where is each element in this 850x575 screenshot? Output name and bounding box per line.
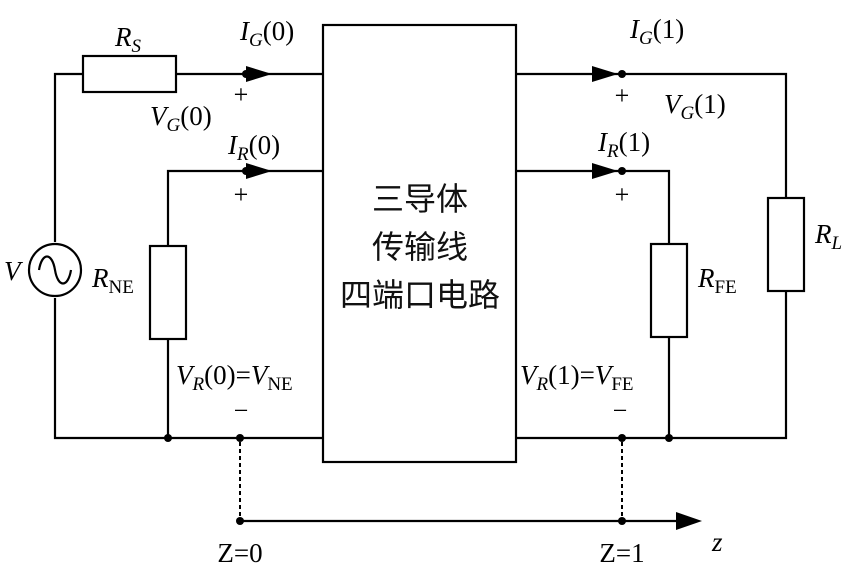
minus-sign-r1: − bbox=[613, 396, 628, 425]
label-source-v: V bbox=[4, 256, 24, 286]
ac-source-icon bbox=[27, 242, 83, 298]
label-z-axis: z bbox=[711, 527, 723, 557]
label-z1: Z=1 bbox=[599, 538, 644, 568]
node-r1 bbox=[618, 167, 626, 175]
resistor-rl bbox=[766, 196, 806, 293]
current-arrow-ir0 bbox=[246, 163, 272, 179]
block-label-line-2: 传输线 bbox=[372, 228, 468, 266]
z0-point bbox=[236, 517, 244, 525]
label-vg0: VG(0) bbox=[150, 101, 212, 136]
resistor-rne bbox=[148, 244, 188, 341]
z1-point bbox=[618, 517, 626, 525]
label-vg1: VG(1) bbox=[664, 89, 726, 124]
resistor-rfe bbox=[649, 242, 689, 339]
node-ground-rfe bbox=[665, 434, 673, 442]
label-z0: Z=0 bbox=[217, 538, 262, 568]
current-arrow-ig0 bbox=[246, 66, 272, 82]
generator-top-wire bbox=[53, 72, 323, 242]
four-port-block bbox=[321, 23, 518, 464]
label-vr1: VR(1)=VFE bbox=[520, 360, 634, 395]
label-ir0: IR(0) bbox=[227, 130, 280, 165]
current-arrow-ig1 bbox=[592, 66, 618, 82]
node-g1 bbox=[618, 70, 626, 78]
current-arrow-ir1 bbox=[592, 163, 618, 179]
node-ground-z0 bbox=[236, 434, 244, 442]
minus-sign-r0: − bbox=[234, 396, 249, 425]
node-ground-rne bbox=[164, 434, 172, 442]
z-axis-arrow-icon bbox=[676, 512, 702, 530]
label-vr0: VR(0)=VNE bbox=[176, 360, 293, 395]
block-label-line-1: 三导体 bbox=[372, 180, 468, 218]
label-ir1: IR(1) bbox=[597, 127, 650, 162]
plus-sign-g1: + bbox=[615, 81, 630, 110]
label-rne: RNE bbox=[91, 263, 134, 298]
plus-sign-g0: + bbox=[234, 80, 249, 109]
ground-wire-right bbox=[516, 291, 788, 440]
ground-wire-left bbox=[53, 298, 323, 440]
node-ground-z1 bbox=[618, 434, 626, 442]
label-ig1: IG(1) bbox=[629, 14, 684, 49]
label-rs: RS bbox=[114, 22, 142, 57]
node-g0 bbox=[242, 70, 250, 78]
generator-right-wire bbox=[516, 72, 788, 198]
label-ig0: IG(0) bbox=[239, 16, 294, 51]
receptor-wire-right bbox=[516, 169, 671, 243]
label-rfe: RFE bbox=[697, 263, 737, 298]
node-r0 bbox=[242, 167, 250, 175]
label-rl: RL bbox=[814, 219, 842, 254]
plus-sign-r1: + bbox=[615, 180, 630, 209]
plus-sign-r0: + bbox=[234, 180, 249, 209]
block-label-line-3: 四端口电路 bbox=[340, 276, 500, 314]
resistor-rs bbox=[81, 54, 178, 94]
